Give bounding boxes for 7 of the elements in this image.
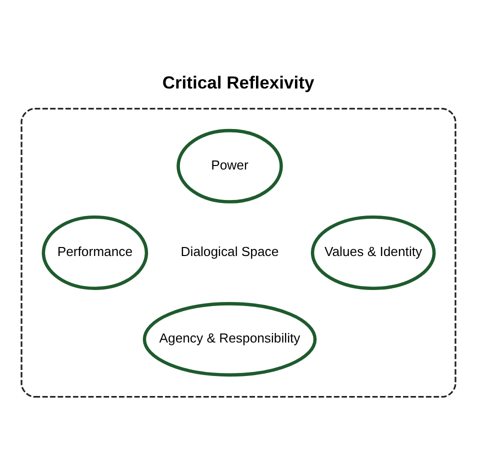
node-ellipse: Agency & Responsibility xyxy=(142,302,317,376)
node-ellipse: Performance xyxy=(42,214,148,290)
node-ellipse: Values & Identity xyxy=(310,214,436,290)
cluster xyxy=(20,107,456,398)
node-ellipse: Power xyxy=(176,128,283,203)
node-text: Dialogical Space xyxy=(180,244,279,259)
diagram-title: Critical Reflexivity xyxy=(162,72,314,92)
